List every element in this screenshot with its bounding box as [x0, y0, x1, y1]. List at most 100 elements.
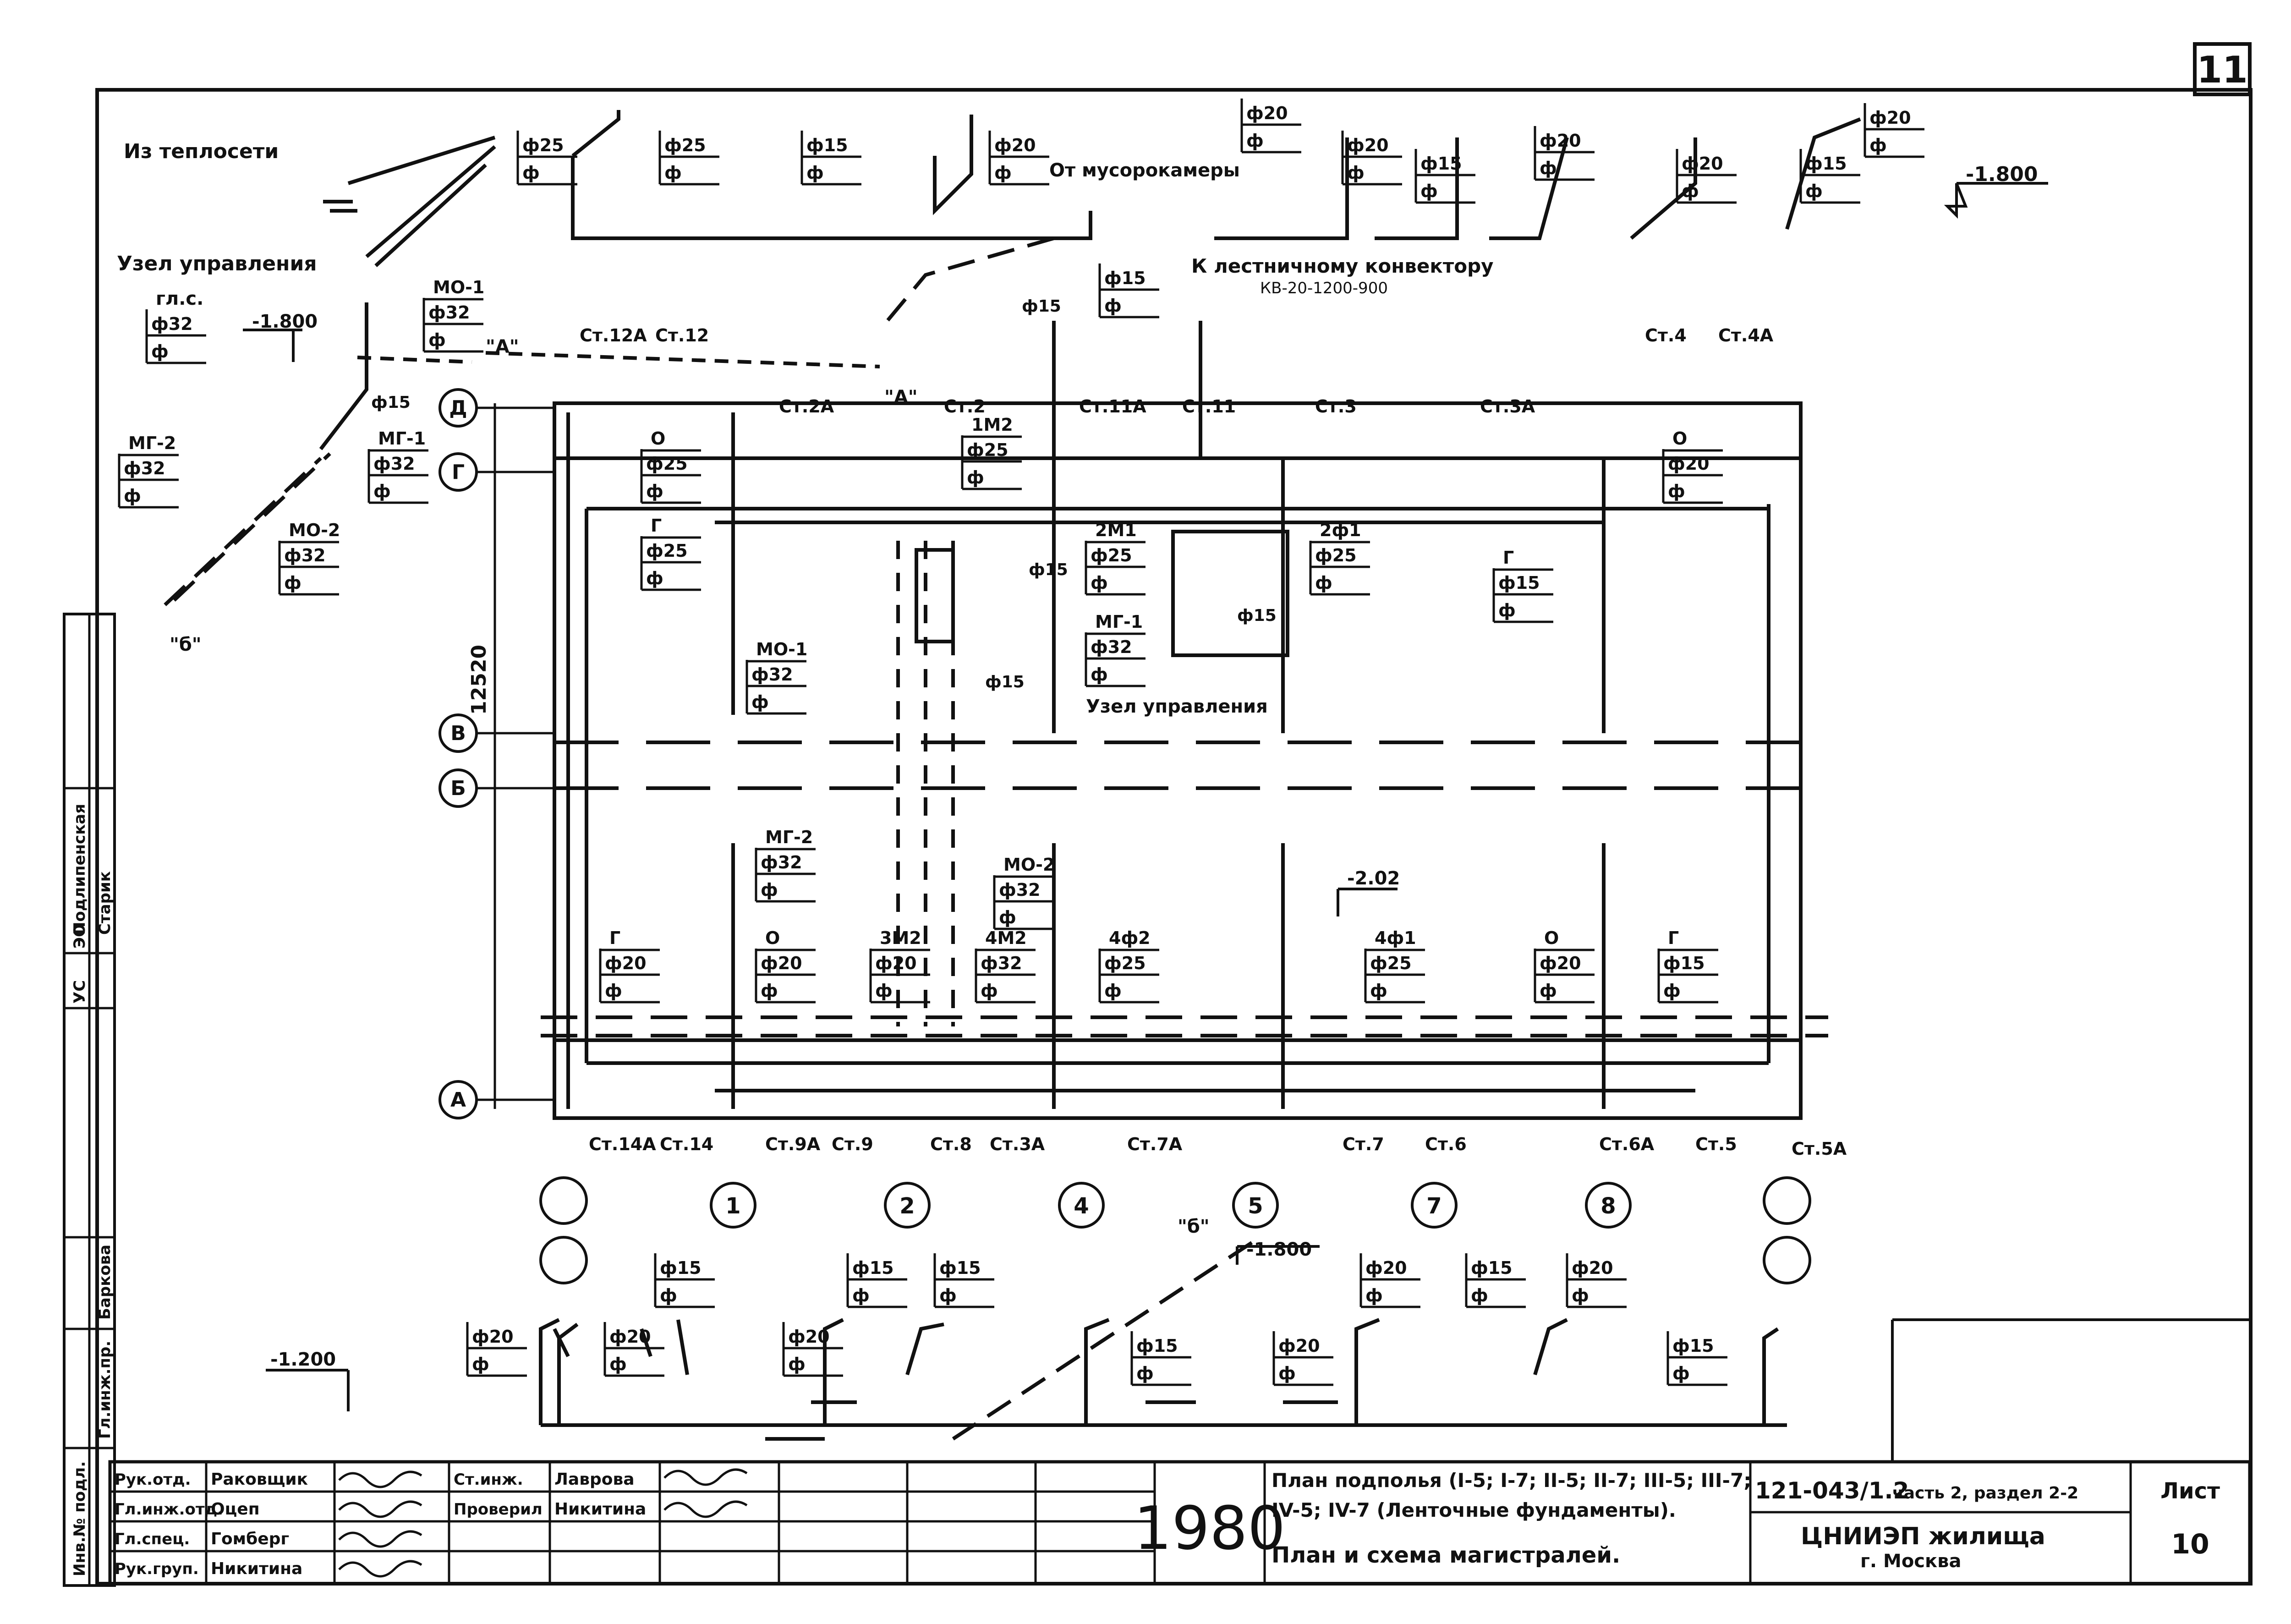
- pipe-tag-base: ф: [1104, 981, 1122, 1001]
- axis-row-v: В: [438, 713, 554, 753]
- pipe-tag-p-f15b: ф15: [985, 673, 1025, 691]
- riser-st9: Ст.9: [832, 1134, 873, 1154]
- convector-model-label: КВ-20-1200-900: [1260, 279, 1388, 297]
- axis-col-7-label: 7: [1426, 1193, 1441, 1219]
- signature-4: [663, 1468, 748, 1486]
- riser-st12: Ст.12: [655, 325, 709, 346]
- bottom-schematic: [539, 1235, 1787, 1441]
- title-block-rows: Рук.отд.Гл.инж.отд.Гл.спец.Рук.груп.Рако…: [115, 1468, 748, 1578]
- plan-walls: [553, 321, 1803, 1120]
- tb-role-1: Гл.инж.отд.: [115, 1500, 223, 1519]
- point-b1: "б": [170, 634, 202, 655]
- axis-col-5: 5: [1232, 1182, 1279, 1229]
- pipe-tag-base: ф: [1498, 600, 1516, 620]
- riser-st9a: Ст.9А: [765, 1134, 821, 1154]
- pipe-tag-base: ф: [1572, 1285, 1589, 1306]
- pipe-tag-diameter: ф32: [124, 458, 165, 478]
- pipe-tag-base: ф: [751, 692, 769, 712]
- pipe-tag-diameter: ф20: [605, 953, 647, 973]
- pipe-tag-diameter: ф25: [1315, 545, 1357, 565]
- side-stamp: Инв.№ подл. Гл.инж.пр. Баркова УС Старик…: [63, 613, 116, 1587]
- to-convector-label: К лестничному конвектору: [1191, 255, 1494, 277]
- axis-row-d-label: Д: [449, 396, 467, 420]
- pipe-tag-diameter: ф20: [1246, 103, 1288, 123]
- riser-labels: Ст.12А Ст.12 Ст.2А Ст.2 Ст.11А Ст.11 Ст.…: [580, 325, 1847, 1159]
- pipe-tag-gls-side: ф15: [371, 393, 411, 412]
- riser-st4a: Ст.4А: [1718, 325, 1774, 346]
- pipe-tag-name: 4М2: [985, 928, 1027, 948]
- tb-role2-1: Проверил: [454, 1500, 543, 1519]
- control-unit-mid-label: Узел управления: [1086, 696, 1268, 717]
- axis-row-b-label: Б: [450, 777, 466, 800]
- axis-col-4-label: 4: [1074, 1193, 1089, 1219]
- pipe-tag-diameter: ф25: [1104, 953, 1146, 973]
- pipe-tag-name: Г: [1503, 548, 1514, 568]
- dimension-12520: 12520: [467, 645, 491, 715]
- signature-0: [338, 1470, 422, 1488]
- from-heating-label: Из теплосети: [124, 140, 279, 163]
- pipe-tag-base: ф: [852, 1285, 870, 1306]
- side-stamp-c4: УС: [71, 980, 89, 1004]
- pipe-tag-base: ф: [428, 330, 446, 350]
- doc-code: 121-043/1.2: [1755, 1477, 1909, 1504]
- pipe-tag-base: ф: [1682, 181, 1699, 201]
- pipe-tag-diameter: ф20: [994, 135, 1036, 155]
- corner-number: 11: [2197, 49, 2247, 91]
- pipe-tag-diameter: ф25: [967, 440, 1008, 460]
- riser-st5a: Ст.5А: [1792, 1139, 1847, 1159]
- pipe-tag-name: МО-1: [433, 277, 484, 297]
- pipe-tag-name: МО-2: [289, 520, 340, 540]
- axis-col-1-label: 1: [725, 1193, 740, 1219]
- pipe-tag-diameter: ф20: [1347, 135, 1389, 155]
- pipe-tag-name: МО-2: [1003, 855, 1055, 875]
- pipe-tag-diameter: ф20: [788, 1327, 830, 1347]
- pipe-tag-diameter: ф15: [1498, 573, 1540, 593]
- tb-name-3: Никитина: [211, 1559, 302, 1578]
- pipe-tag-diameter: ф20: [1540, 131, 1581, 151]
- side-stamp-c7: Подлипенская: [71, 804, 89, 935]
- pipe-tag-base: ф: [967, 467, 984, 488]
- pipe-tag-base: ф: [1540, 981, 1557, 1001]
- point-b2: "б": [1178, 1216, 1210, 1237]
- side-stamp-c1: Инв.№ подл.: [71, 1461, 89, 1576]
- org-name: ЦНИИЭП жилища: [1801, 1523, 2045, 1550]
- pipe-tag-base: ф: [646, 568, 663, 588]
- axis-circle-left-1: [539, 1176, 588, 1225]
- level-top-right: -1.800: [1966, 163, 2038, 186]
- riser-st4: Ст.4: [1645, 325, 1687, 346]
- pipe-tag-diameter: ф15: [1471, 1258, 1513, 1278]
- pipe-tag-name: О: [1544, 928, 1559, 948]
- level-left-mid: -1.800: [252, 311, 318, 332]
- riser-st5: Ст.5: [1695, 1134, 1737, 1154]
- riser-st3a-bottom: Ст.3А: [990, 1134, 1045, 1154]
- pipe-tag-diameter: ф20: [472, 1327, 514, 1347]
- pipe-tag-diameter: ф32: [999, 880, 1041, 900]
- pipe-tag-diameter: ф32: [751, 664, 793, 685]
- pipe-tag-diameter: ф32: [981, 953, 1022, 973]
- pipe-tag-base: ф: [1246, 131, 1264, 151]
- sheet-number: 10: [2171, 1528, 2209, 1560]
- riser-st7: Ст.7: [1343, 1134, 1384, 1154]
- pipe-tag-base: ф: [1091, 573, 1108, 593]
- col-axes: 1 2 4 5 7 8: [539, 1176, 1811, 1284]
